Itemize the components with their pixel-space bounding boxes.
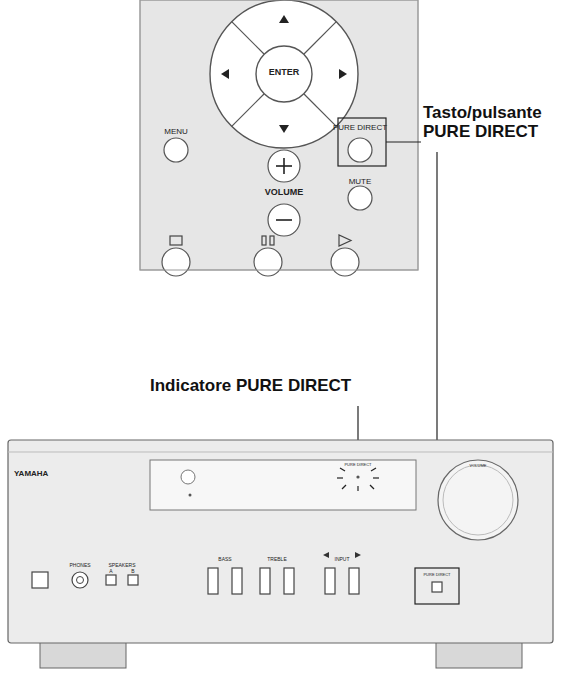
panel-label: BASS — [218, 557, 231, 563]
button-label: MENU — [164, 128, 188, 137]
amplifier-front — [8, 440, 553, 668]
button-label: ENTER — [269, 68, 300, 78]
remote-control — [140, 0, 418, 276]
brand-logo: YAMAHA — [14, 470, 48, 479]
panel-label: INPUT — [335, 557, 350, 563]
callout-label: Indicatore PURE DIRECT — [150, 377, 351, 396]
display-label: PURE DIRECT — [344, 463, 371, 467]
button-label: PURE DIRECT — [423, 573, 450, 577]
panel-label: PHONES — [69, 563, 90, 569]
panel-label: SPEAKERS — [109, 563, 136, 569]
button-label: PURE DIRECT — [333, 124, 387, 133]
button-label: VOLUME — [265, 188, 304, 198]
callout-label: Tasto/pulsante PURE DIRECT — [423, 104, 558, 141]
panel-label: B — [131, 569, 134, 575]
panel-label: A — [109, 569, 112, 575]
knob-label: VOLUME — [470, 464, 487, 468]
button-label: MUTE — [349, 178, 372, 187]
panel-label: TREBLE — [267, 557, 286, 563]
